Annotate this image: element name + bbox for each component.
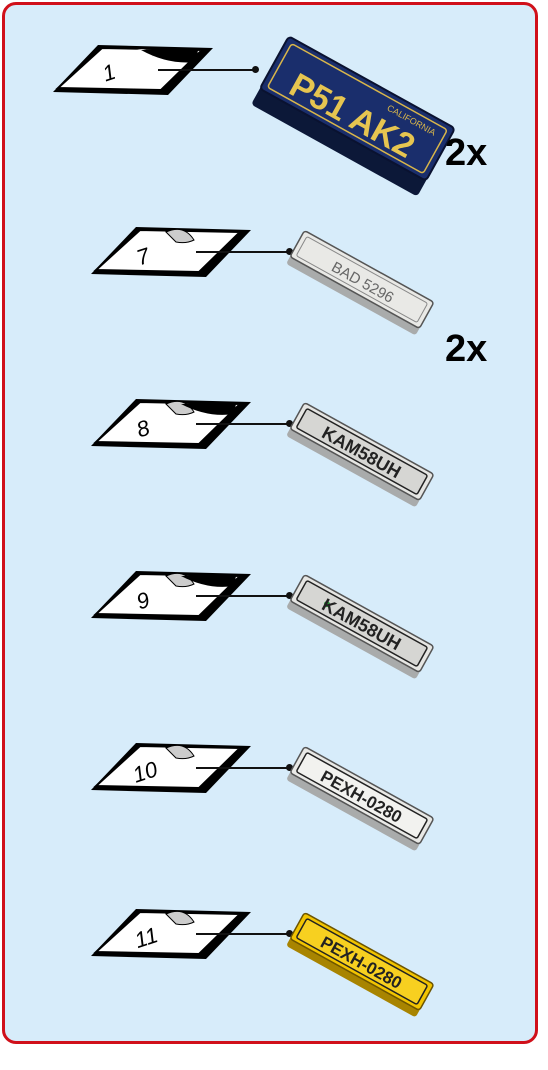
sticker-sheet-icon: 7	[91, 227, 251, 277]
quantity-label: 2x	[445, 328, 488, 370]
step-row: 9 KAM58UH	[0, 562, 548, 732]
green-dot-icon	[323, 601, 330, 608]
license-plate-tile: KAM58UH	[287, 402, 434, 507]
license-plate-tile: BAD 5296	[287, 230, 434, 335]
step-row: 8 KAM58UH	[0, 390, 548, 560]
connector-dot	[286, 248, 293, 255]
license-plate-tile: CALIFORNIA P51 AK2	[252, 36, 455, 196]
connector-line	[158, 69, 256, 71]
parts-callout-panel	[2, 2, 538, 1044]
quantity-label: 2x	[445, 132, 488, 174]
connector-dot	[286, 764, 293, 771]
sticker-sheet-icon: 10	[91, 743, 251, 793]
connector-line	[196, 423, 288, 425]
connector-line	[196, 767, 288, 769]
sticker-sheet-icon: 1	[53, 45, 213, 95]
step-row: 1 CALIFORNIA P51 AK2 2x	[0, 36, 548, 210]
step-row: 10 PEXH-0280	[0, 734, 548, 904]
connector-line	[196, 933, 288, 935]
connector-dot	[286, 420, 293, 427]
sticker-sheet-icon: 8	[91, 399, 251, 449]
connector-dot	[286, 592, 293, 599]
sticker-sheet-icon: 11	[91, 909, 251, 959]
step-row: 7 BAD 5296 2x	[0, 218, 548, 388]
sticker-sheet-icon: 9	[91, 571, 251, 621]
connector-line	[196, 251, 288, 253]
connector-dot	[286, 930, 293, 937]
connector-dot	[252, 66, 259, 73]
step-row: 11 PEXH-0280	[0, 900, 548, 1070]
connector-line	[196, 595, 288, 597]
license-plate-tile: PEXH-0280	[287, 746, 434, 851]
license-plate-tile: KAM58UH	[287, 574, 434, 679]
license-plate-tile: PEXH-0280	[287, 912, 434, 1017]
